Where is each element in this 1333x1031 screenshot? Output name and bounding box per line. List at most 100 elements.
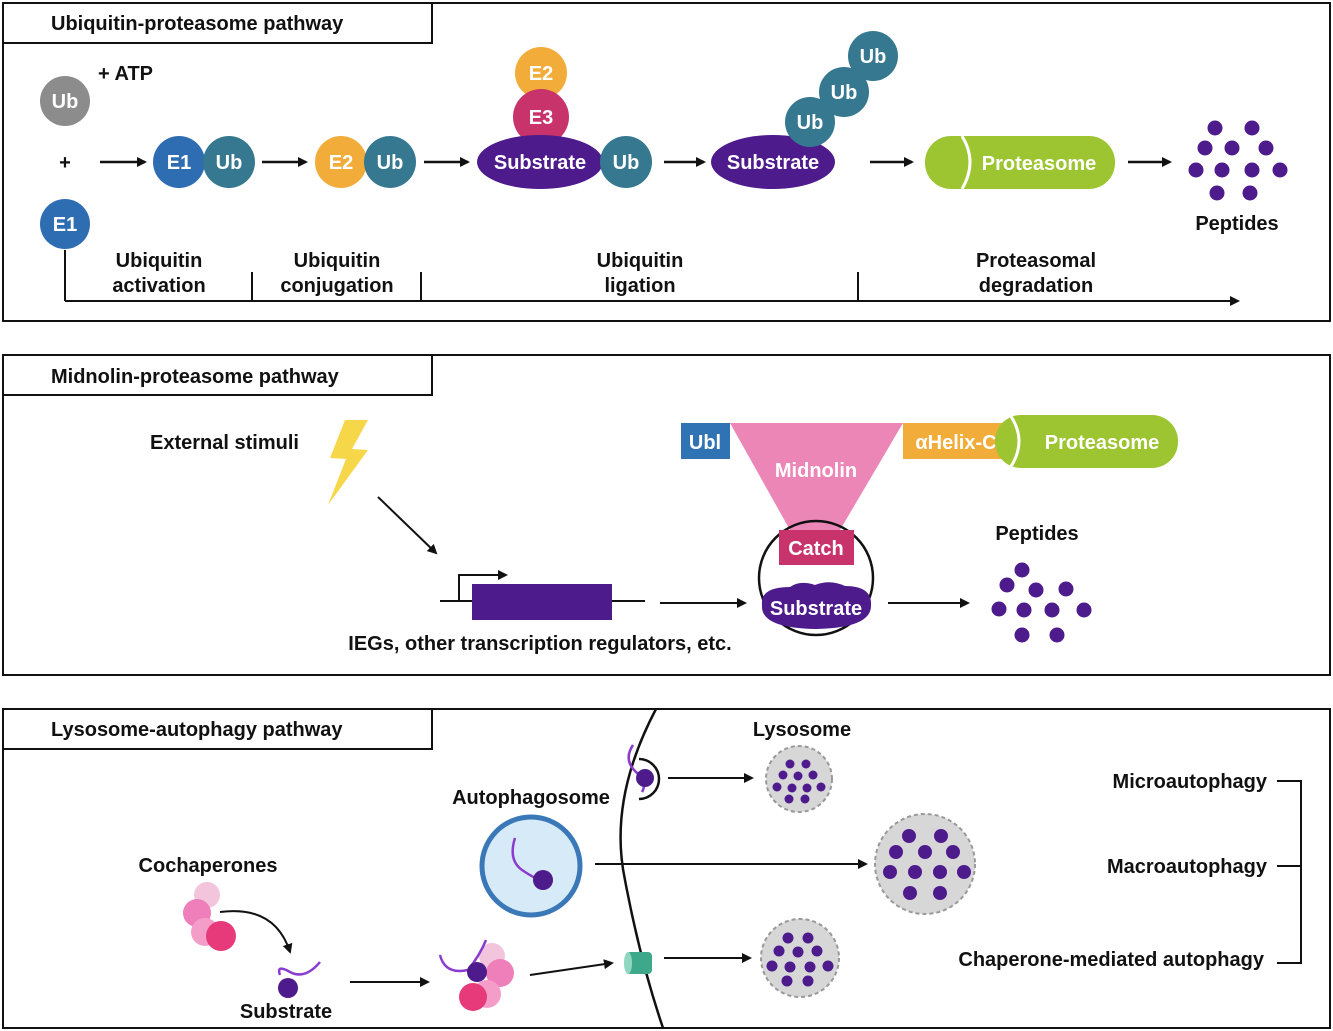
autophagosome-icon bbox=[479, 814, 583, 918]
ahelix-label: αHelix-C bbox=[915, 432, 996, 454]
lightning-icon bbox=[328, 420, 368, 505]
stage-label: Ubiquitin bbox=[294, 250, 381, 272]
substrate-label: Substrate bbox=[240, 1001, 332, 1023]
arrow bbox=[529, 959, 614, 976]
arrow bbox=[377, 496, 438, 555]
substrate-icon bbox=[533, 870, 553, 890]
genes-label: IEGs, other transcription regulators, et… bbox=[348, 633, 731, 655]
lysosome-membrane bbox=[619, 708, 665, 1029]
substrate-label: Substrate bbox=[727, 152, 819, 174]
proteasome-cap bbox=[960, 135, 972, 190]
e2-icon bbox=[315, 136, 367, 188]
midnolin-label: Midnolin bbox=[775, 460, 857, 482]
proteasome-cap bbox=[1008, 414, 1021, 469]
proteasome-icon bbox=[925, 136, 1115, 189]
catch-box bbox=[779, 530, 854, 565]
stage-label: Ubiquitin bbox=[597, 250, 684, 272]
panel-frame bbox=[2, 354, 1331, 676]
category-bracket bbox=[1277, 780, 1302, 964]
ub-label: Ub bbox=[377, 152, 404, 174]
stage-label: Ubiquitin bbox=[116, 250, 203, 272]
microautophagy-label: Microautophagy bbox=[1113, 771, 1268, 793]
substrate-tail bbox=[277, 961, 321, 976]
peptides-label: Peptides bbox=[1195, 213, 1278, 235]
e3-label: E3 bbox=[529, 107, 553, 129]
stage-label: activation bbox=[112, 275, 205, 297]
ub-icon bbox=[203, 136, 255, 188]
peptides-icon bbox=[991, 562, 1092, 643]
ub-free-label: Ub bbox=[52, 91, 79, 113]
ub-label: Ub bbox=[860, 46, 887, 68]
ubl-box bbox=[681, 423, 730, 459]
panel-title: Lysosome-autophagy pathway bbox=[51, 719, 343, 741]
ub-free-icon bbox=[40, 76, 90, 126]
lamp2a-channel-icon bbox=[624, 952, 652, 974]
lysosome-large bbox=[874, 813, 976, 915]
peptides-icon bbox=[1188, 120, 1288, 201]
ub-label: Ub bbox=[831, 82, 858, 104]
midnolin-shape bbox=[730, 423, 903, 530]
e2-label: E2 bbox=[329, 152, 353, 174]
ub-label: Ub bbox=[216, 152, 243, 174]
ub-label: Ub bbox=[613, 152, 640, 174]
cma-label: Chaperone-mediated autophagy bbox=[958, 949, 1264, 971]
ub-label: Ub bbox=[797, 112, 824, 134]
stage-timeline bbox=[64, 250, 1240, 306]
e2-icon bbox=[515, 47, 567, 99]
lysosome-medium bbox=[760, 918, 840, 998]
catch-ring bbox=[757, 519, 875, 637]
lysosome-contents bbox=[772, 759, 826, 804]
autophagosome-label: Autophagosome bbox=[452, 787, 610, 809]
ahelix-box bbox=[903, 423, 1009, 459]
stage-label: Proteasomal bbox=[976, 250, 1096, 272]
substrate-icon bbox=[278, 978, 298, 998]
substrate-label: Substrate bbox=[770, 598, 862, 620]
midnolin-panel: Midnolin-proteasome pathway External sti… bbox=[2, 354, 1331, 676]
panel-title: Midnolin-proteasome pathway bbox=[51, 366, 340, 388]
lysosome-label: Lysosome bbox=[753, 719, 851, 741]
panel-title-box bbox=[2, 2, 433, 44]
ub-icon bbox=[848, 31, 898, 81]
panel-title-box bbox=[2, 708, 433, 750]
gene-box bbox=[472, 584, 612, 620]
external-stimuli-label: External stimuli bbox=[150, 432, 299, 454]
stage-label: ligation bbox=[604, 275, 675, 297]
macroautophagy-label: Macroautophagy bbox=[1107, 856, 1268, 878]
promoter-arrow bbox=[458, 570, 508, 601]
stage-label: conjugation bbox=[280, 275, 393, 297]
substrate-label: Substrate bbox=[494, 152, 586, 174]
substrate-chaperone-complex bbox=[438, 939, 514, 1011]
substrate-icon bbox=[477, 135, 603, 189]
lysosome-panel: Lysosome-autophagy pathway Lysosome Auto… bbox=[2, 708, 1331, 1029]
stage-label: degradation bbox=[979, 275, 1093, 297]
e3-icon bbox=[513, 89, 569, 145]
substrate-icon bbox=[636, 769, 654, 787]
e1-free-label: E1 bbox=[53, 214, 77, 236]
arrow bbox=[219, 910, 293, 954]
cochaperones-icon bbox=[183, 882, 236, 951]
ubiquitin-panel: Ubiquitin-proteasome pathway Ub + ATP + … bbox=[2, 2, 1331, 322]
e1-icon bbox=[153, 136, 205, 188]
atp-label: + ATP bbox=[98, 63, 153, 85]
ub-icon bbox=[785, 97, 835, 147]
ubl-label: Ubl bbox=[689, 432, 721, 454]
panel-frame bbox=[2, 708, 1331, 1029]
ub-icon bbox=[600, 136, 652, 188]
e2-label: E2 bbox=[529, 63, 553, 85]
ub-icon bbox=[364, 136, 416, 188]
panel-frame bbox=[2, 2, 1331, 322]
substrate-icon bbox=[711, 135, 835, 189]
peptides-label: Peptides bbox=[995, 523, 1078, 545]
plus-label: + bbox=[59, 152, 71, 174]
substrate-icon bbox=[761, 582, 872, 629]
cochaperones-label: Cochaperones bbox=[139, 855, 278, 877]
e1-label: E1 bbox=[167, 152, 191, 174]
lysosome-contents bbox=[766, 932, 834, 987]
proteasome-label: Proteasome bbox=[1045, 432, 1160, 454]
proteasome-label: Proteasome bbox=[982, 153, 1097, 175]
catch-label: Catch bbox=[788, 538, 844, 560]
lysosome-contents bbox=[883, 829, 971, 900]
panel-title-box bbox=[2, 354, 433, 396]
proteasome-icon bbox=[995, 415, 1178, 468]
